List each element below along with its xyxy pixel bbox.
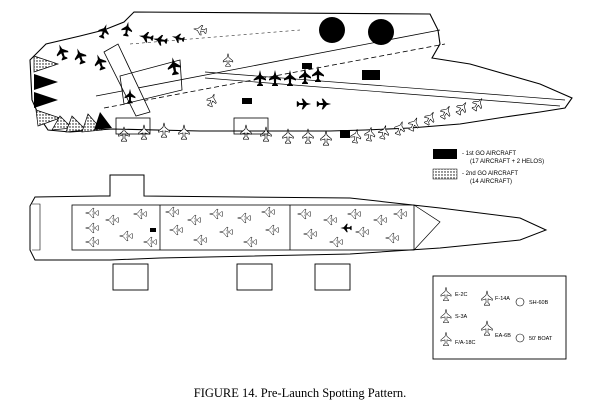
elevator-3 [314,263,351,291]
boat-icon [515,333,525,343]
second-go-label: - 2nd GO AIRCRAFT [462,171,518,177]
first-go-count: (17 AIRCRAFT + 2 HELOS) [470,159,544,165]
first-go-aircraft-group [53,20,350,138]
second-go-swatch [432,168,458,180]
figure-caption: FIGURE 14. Pre-Launch Spotting Pattern. [193,386,407,400]
island [362,70,380,80]
e2c-label: E-2C [455,292,468,298]
aircraft-key-frame [432,275,567,360]
f14a-label: F-14A [495,296,510,302]
first-go-label: - 1st GO AIRCRAFT [462,151,516,157]
deck-circle-a [319,17,345,43]
legend-go: - 1st GO AIRCRAFT (17 AIRCRAFT + 2 HELOS… [432,149,544,185]
hangar-deck-outline [29,174,548,261]
s3a-label: S-3A [455,314,468,320]
elevator-2 [236,263,273,291]
boat-label: 50' BOAT [529,336,553,342]
second-go-count: (14 AIRCRAFT) [470,179,512,185]
elevator-1 [112,263,149,291]
fa18c-label: F/A-18C [455,340,476,346]
flight-deck-outline [29,11,573,133]
sh60b-label: SH-60B [529,300,549,306]
ea6b-label: EA-6B [495,333,511,339]
deck-circle-b [368,19,394,45]
first-go-swatch [433,149,457,159]
aircraft-key: E-2C S-3A F/A-18C F-14A EA-6B SH-60B 50'… [432,275,567,360]
stern-spots [33,55,112,133]
hangar-deck [29,174,548,291]
flight-deck [29,11,573,146]
sh60b-icon [515,297,525,307]
